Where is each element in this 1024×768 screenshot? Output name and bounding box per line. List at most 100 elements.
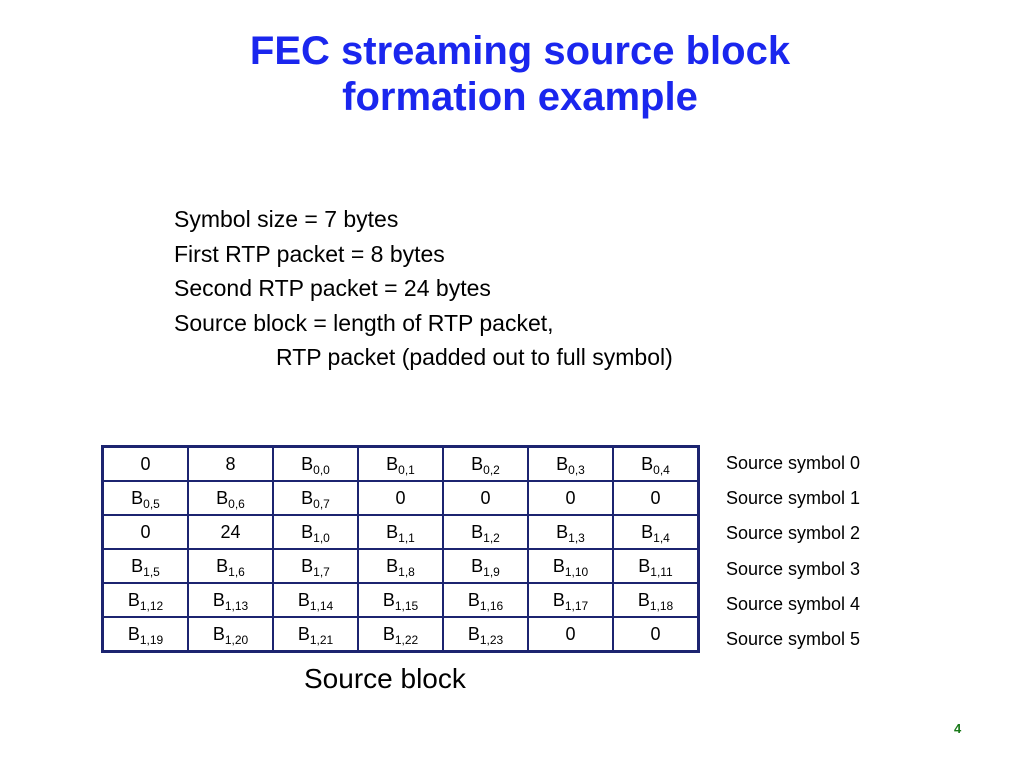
- cell-value: B: [641, 454, 654, 474]
- table-cell: B0,7: [272, 480, 359, 516]
- source-symbol-label: Source symbol 3: [726, 558, 861, 579]
- cell-subscript: 1,14: [309, 599, 334, 613]
- cell-subscript: 1,12: [139, 599, 164, 613]
- param-source-block-continuation: RTP packet (padded out to full symbol): [276, 344, 673, 370]
- table-cell: B0,3: [527, 445, 614, 482]
- cell-value: B: [297, 590, 310, 610]
- slide-title-line-2: formation example: [342, 75, 698, 119]
- table-cell: B1,12: [101, 582, 189, 618]
- table-cell: B1,23: [442, 616, 529, 653]
- table-cell: B1,7: [272, 548, 359, 584]
- cell-value: 8: [225, 454, 236, 474]
- cell-value: 0: [140, 522, 151, 542]
- cell-subscript: 1,0: [313, 531, 330, 545]
- cell-value: B: [131, 488, 144, 508]
- cell-value: 0: [395, 488, 406, 508]
- table-cell: 0: [612, 480, 700, 516]
- table-cell: 0: [357, 480, 444, 516]
- param-second-rtp-packet: Second RTP packet = 24 bytes: [174, 275, 491, 301]
- cell-value: B: [216, 488, 229, 508]
- cell-subscript: 1,7: [313, 565, 330, 579]
- source-symbol-label: Source symbol 4: [726, 593, 861, 614]
- cell-value: 0: [480, 488, 491, 508]
- table-cell: B1,6: [187, 548, 274, 584]
- table-cell: B1,3: [527, 514, 614, 550]
- source-symbol-label: Source symbol 1: [726, 488, 861, 509]
- table-cell: B0,2: [442, 445, 529, 482]
- table-cell: B1,14: [272, 582, 359, 618]
- cell-subscript: 1,16: [479, 599, 504, 613]
- cell-value: B: [301, 488, 314, 508]
- cell-value: B: [386, 454, 399, 474]
- table-cell: B0,6: [187, 480, 274, 516]
- parameter-list: Symbol size = 7 bytes First RTP packet =…: [174, 202, 673, 375]
- table-cell: 24: [187, 514, 274, 550]
- cell-value: 0: [140, 454, 151, 474]
- source-symbol-label: Source symbol 5: [726, 628, 861, 649]
- cell-subscript: 0,6: [228, 497, 245, 511]
- cell-subscript: 1,18: [649, 599, 674, 613]
- cell-value: B: [212, 590, 225, 610]
- cell-subscript: 1,13: [224, 599, 249, 613]
- param-symbol-size: Symbol size = 7 bytes: [174, 206, 399, 232]
- table-cell: B1,19: [101, 616, 189, 653]
- cell-value: B: [382, 624, 395, 644]
- cell-subscript: 0,5: [143, 497, 160, 511]
- table-cell: 0: [101, 514, 189, 550]
- table-cell: B1,4: [612, 514, 700, 550]
- cell-subscript: 1,6: [228, 565, 245, 579]
- table-cell: 0: [612, 616, 700, 653]
- table-cell: 0: [527, 616, 614, 653]
- param-first-rtp-packet: First RTP packet = 8 bytes: [174, 240, 445, 267]
- cell-value: 0: [565, 624, 576, 644]
- cell-value: B: [131, 556, 144, 576]
- cell-subscript: 1,3: [568, 531, 585, 545]
- cell-value: B: [301, 454, 314, 474]
- table-cell: 0: [442, 480, 529, 516]
- cell-subscript: 0,0: [313, 463, 330, 477]
- cell-value: B: [471, 522, 484, 542]
- cell-subscript: 1,17: [564, 599, 589, 613]
- table-cell: B1,21: [272, 616, 359, 653]
- cell-value: B: [382, 590, 395, 610]
- cell-value: 0: [650, 624, 661, 644]
- cell-value: B: [467, 624, 480, 644]
- table-cell: B1,16: [442, 582, 529, 618]
- cell-subscript: 1,8: [398, 565, 415, 579]
- table-cell: B1,1: [357, 514, 444, 550]
- cell-subscript: 0,2: [483, 463, 500, 477]
- table-cell: B1,11: [612, 548, 700, 584]
- cell-value: B: [212, 624, 225, 644]
- cell-subscript: 0,1: [398, 463, 415, 477]
- cell-subscript: 1,5: [143, 565, 160, 579]
- cell-subscript: 1,4: [653, 531, 670, 545]
- cell-value: B: [552, 556, 565, 576]
- cell-value: 24: [220, 522, 241, 542]
- source-block-caption: Source block: [304, 663, 466, 694]
- table-cell: B1,20: [187, 616, 274, 653]
- cell-subscript: 1,1: [398, 531, 415, 545]
- table-cell: 8: [187, 445, 274, 482]
- cell-value: B: [552, 590, 565, 610]
- table-cell: 0: [101, 445, 189, 482]
- cell-value: B: [297, 624, 310, 644]
- slide-title: FEC streaming source block formation exa…: [0, 28, 1024, 120]
- cell-value: B: [637, 590, 650, 610]
- slide-title-line-1: FEC streaming source block: [249, 29, 791, 73]
- table-cell: B1,22: [357, 616, 444, 653]
- cell-value: 0: [650, 488, 661, 508]
- cell-subscript: 1,22: [394, 633, 419, 647]
- table-cell: B0,1: [357, 445, 444, 482]
- cell-value: 0: [565, 488, 576, 508]
- source-symbol-label: Source symbol 2: [726, 523, 861, 544]
- table-cell: B1,10: [527, 548, 614, 584]
- cell-value: B: [641, 522, 654, 542]
- cell-subscript: 1,23: [479, 633, 504, 647]
- table-cell: B1,17: [527, 582, 614, 618]
- cell-subscript: 0,4: [653, 463, 670, 477]
